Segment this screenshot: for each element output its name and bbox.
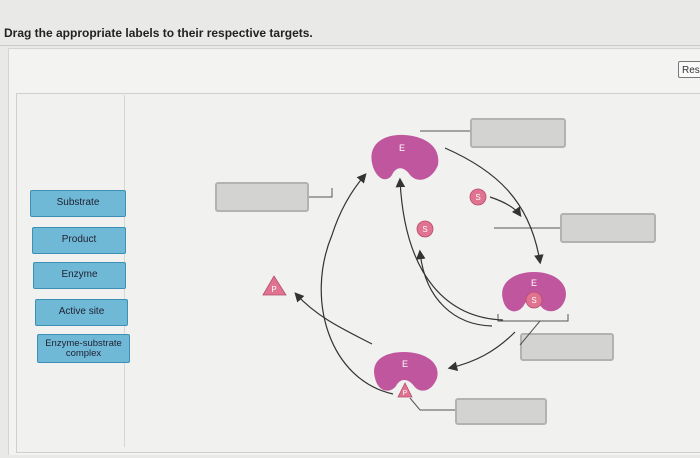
target-box-5[interactable] (455, 398, 547, 425)
label-enzyme-substrate-complex[interactable]: Enzyme-substrate complex (37, 334, 130, 363)
reset-button[interactable]: Res (678, 61, 700, 78)
label-substrate[interactable]: Substrate (30, 190, 126, 217)
target-box-3[interactable] (560, 213, 656, 243)
target-box-1[interactable] (470, 118, 566, 148)
target-box-4[interactable] (520, 333, 614, 361)
divider (0, 45, 700, 46)
instructions: Drag the appropriate labels to their res… (4, 26, 313, 40)
target-box-2[interactable] (215, 182, 309, 212)
label-enzyme[interactable]: Enzyme (33, 262, 126, 289)
label-active-site[interactable]: Active site (35, 299, 128, 326)
label-product[interactable]: Product (32, 227, 126, 254)
